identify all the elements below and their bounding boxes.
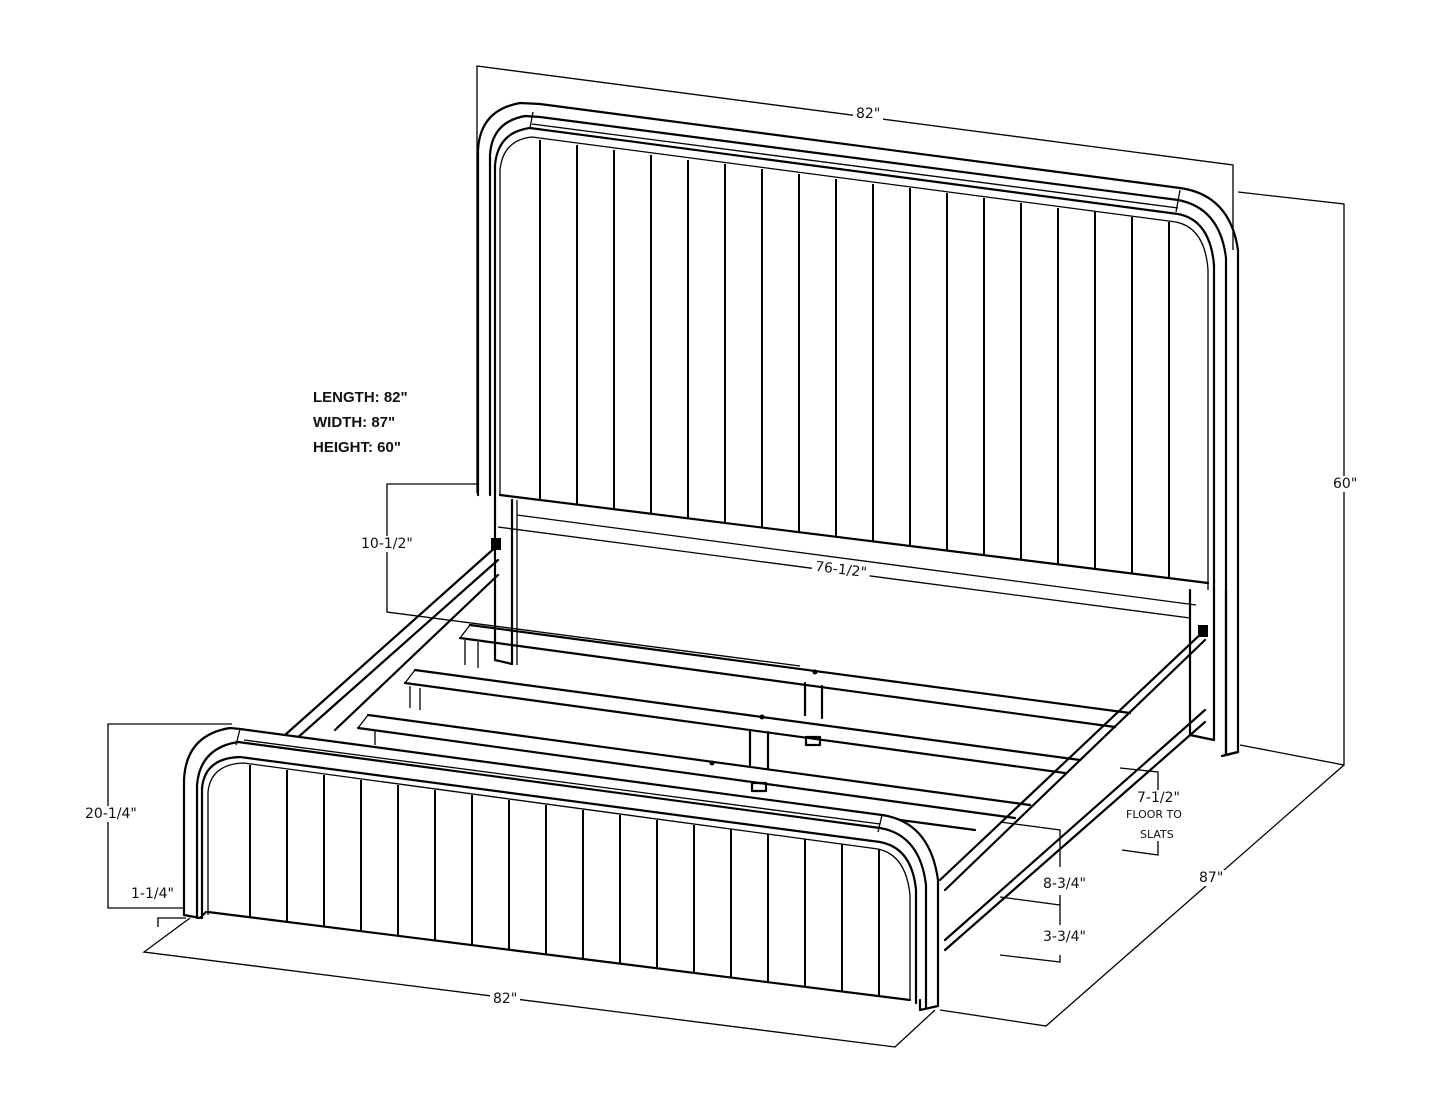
label-overall-length: 87" [1196, 870, 1227, 886]
label-overall-height: 60" [1330, 476, 1361, 492]
label-floor-to-slats-line2: SLATS [1140, 828, 1174, 841]
spec-width: WIDTH: 87" [313, 414, 396, 431]
label-floor-to-slats-line1: FLOOR TO [1126, 808, 1182, 821]
label-rail-height: 8-3/4" [1040, 876, 1089, 892]
label-footboard-width: 82" [490, 991, 521, 1007]
label-leg-height: 1-1/4" [128, 886, 177, 902]
label-headboard-width: 82" [853, 106, 884, 122]
footboard [182, 726, 940, 1012]
label-floor-to-slats-value: 7-1/2" [1134, 790, 1183, 806]
spec-summary: LENGTH: 82" WIDTH: 87" HEIGHT: 60" [313, 385, 408, 460]
spec-length: LENGTH: 82" [313, 389, 408, 406]
label-headboard-clearance: 10-1/2" [358, 536, 416, 552]
label-rail-clearance: 3-3/4" [1040, 929, 1089, 945]
spec-height: HEIGHT: 60" [313, 439, 401, 456]
label-footboard-height: 20-1/4" [82, 806, 140, 822]
headboard [476, 101, 1240, 758]
